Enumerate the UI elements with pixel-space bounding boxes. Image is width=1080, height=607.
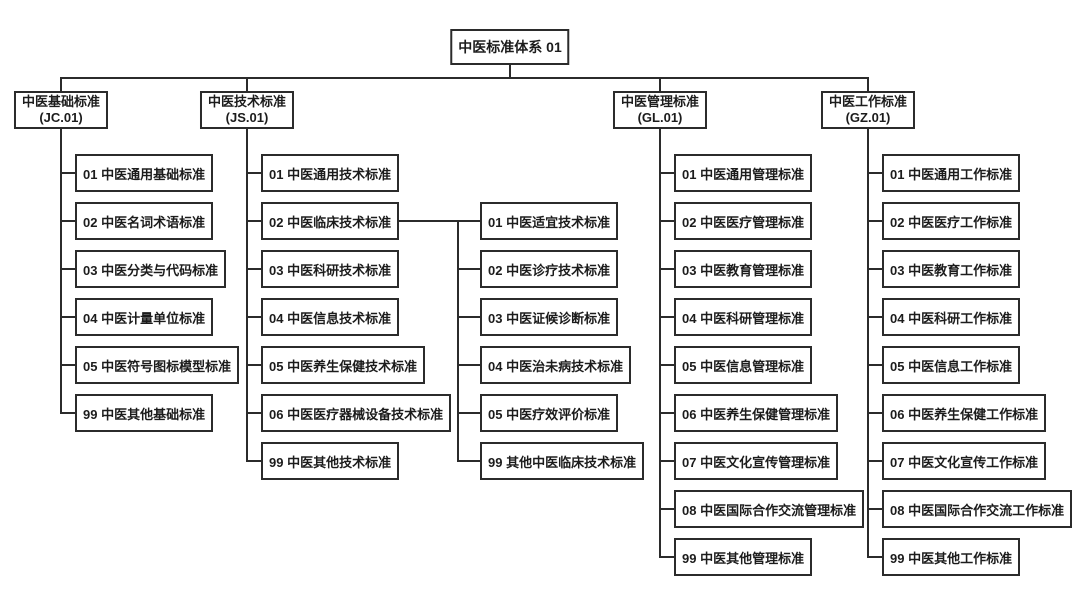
connector-line [60, 77, 869, 79]
connector-line [660, 220, 674, 222]
tree-node: 05 中医信息工作标准 [882, 346, 1021, 384]
connector-line [458, 268, 480, 270]
connector-line [458, 220, 480, 222]
tree-node: 03 中医教育管理标准 [674, 250, 813, 288]
connector-line [61, 220, 75, 222]
tree-node: 05 中医养生保健技术标准 [261, 346, 426, 384]
connector-line [246, 78, 248, 91]
connector-line [659, 129, 661, 558]
tree-node: 05 中医信息管理标准 [674, 346, 813, 384]
tree-node: 03 中医科研技术标准 [261, 250, 400, 288]
connector-line [61, 172, 75, 174]
tree-node: 99 中医其他技术标准 [261, 442, 400, 480]
tree-node: 03 中医教育工作标准 [882, 250, 1021, 288]
tree-node: 01 中医适宜技术标准 [480, 202, 619, 240]
connector-line [247, 220, 261, 222]
connector-line [868, 364, 882, 366]
tree-node: 01 中医通用基础标准 [75, 154, 214, 192]
tree-node: 04 中医计量单位标准 [75, 298, 214, 336]
connector-line [867, 78, 869, 91]
tree-node: 02 中医名词术语标准 [75, 202, 214, 240]
branch-code: (JC.01) [39, 110, 83, 125]
connector-line [660, 268, 674, 270]
branch-code: (GZ.01) [845, 110, 891, 125]
connector-line [868, 172, 882, 174]
connector-line [247, 460, 261, 462]
connector-line [458, 316, 480, 318]
tree-node: 06 中医养生保健工作标准 [882, 394, 1047, 432]
connector-line [660, 364, 674, 366]
tree-node: 07 中医文化宣传管理标准 [674, 442, 839, 480]
connector-line [60, 78, 62, 91]
connector-line [458, 364, 480, 366]
root-node: 中医标准体系 01 [450, 29, 570, 65]
tree-node: 04 中医信息技术标准 [261, 298, 400, 336]
connector-line [509, 65, 511, 78]
connector-line [868, 220, 882, 222]
branch-header-gl01: 中医管理标准 (GL.01) [612, 91, 708, 129]
tree-node: 99 中医其他管理标准 [674, 538, 813, 576]
tree-node: 05 中医疗效评价标准 [480, 394, 619, 432]
tree-node: 99 中医其他基础标准 [75, 394, 214, 432]
connector-line [660, 172, 674, 174]
connector-line [399, 220, 459, 222]
connector-line [246, 129, 248, 462]
connector-line [247, 412, 261, 414]
branch-header-jc01: 中医基础标准 (JC.01) [13, 91, 109, 129]
connector-line [660, 412, 674, 414]
connector-line [61, 412, 75, 414]
connector-line [247, 364, 261, 366]
tree-node: 02 中医医疗工作标准 [882, 202, 1021, 240]
branch-header-js01: 中医技术标准 (JS.01) [199, 91, 295, 129]
tree-node: 08 中医国际合作交流工作标准 [882, 490, 1073, 528]
connector-line [867, 129, 869, 558]
tree-node: 04 中医科研工作标准 [882, 298, 1021, 336]
connector-line [247, 268, 261, 270]
tree-node: 04 中医科研管理标准 [674, 298, 813, 336]
branch-title: 中医技术标准 [207, 94, 287, 109]
branch-header-gz01: 中医工作标准 (GZ.01) [820, 91, 916, 129]
branch-code: (GL.01) [637, 110, 683, 125]
connector-line [458, 460, 480, 462]
connector-line [247, 172, 261, 174]
tree-node: 01 中医通用工作标准 [882, 154, 1021, 192]
branch-title: 中医管理标准 [620, 94, 700, 109]
tree-node: 03 中医证候诊断标准 [480, 298, 619, 336]
connector-line [660, 508, 674, 510]
tree-node: 06 中医养生保健管理标准 [674, 394, 839, 432]
tree-node: 02 中医诊疗技术标准 [480, 250, 619, 288]
connector-line [868, 460, 882, 462]
connector-line [247, 316, 261, 318]
branch-title: 中医工作标准 [828, 94, 908, 109]
connector-line [868, 412, 882, 414]
tree-node: 02 中医医疗管理标准 [674, 202, 813, 240]
connector-line [868, 268, 882, 270]
tree-node: 02 中医临床技术标准 [261, 202, 400, 240]
branch-title: 中医基础标准 [21, 94, 101, 109]
tree-node: 06 中医医疗器械设备技术标准 [261, 394, 452, 432]
tree-node: 03 中医分类与代码标准 [75, 250, 227, 288]
tree-node: 99 中医其他工作标准 [882, 538, 1021, 576]
tree-node: 07 中医文化宣传工作标准 [882, 442, 1047, 480]
connector-line [660, 556, 674, 558]
tree-node: 01 中医通用技术标准 [261, 154, 400, 192]
connector-line [61, 268, 75, 270]
connector-line [61, 316, 75, 318]
connector-line [659, 78, 661, 91]
tree-node: 04 中医治未病技术标准 [480, 346, 632, 384]
connector-line [458, 412, 480, 414]
connector-line [868, 508, 882, 510]
connector-line [660, 460, 674, 462]
tree-node: 99 其他中医临床技术标准 [480, 442, 645, 480]
connector-line [60, 129, 62, 414]
connector-line [457, 220, 459, 462]
connector-line [61, 364, 75, 366]
tree-node: 05 中医符号图标模型标准 [75, 346, 240, 384]
connector-line [660, 316, 674, 318]
connector-line [868, 556, 882, 558]
connector-line [868, 316, 882, 318]
branch-code: (JS.01) [225, 110, 269, 125]
tree-node: 08 中医国际合作交流管理标准 [674, 490, 865, 528]
tree-node: 01 中医通用管理标准 [674, 154, 813, 192]
